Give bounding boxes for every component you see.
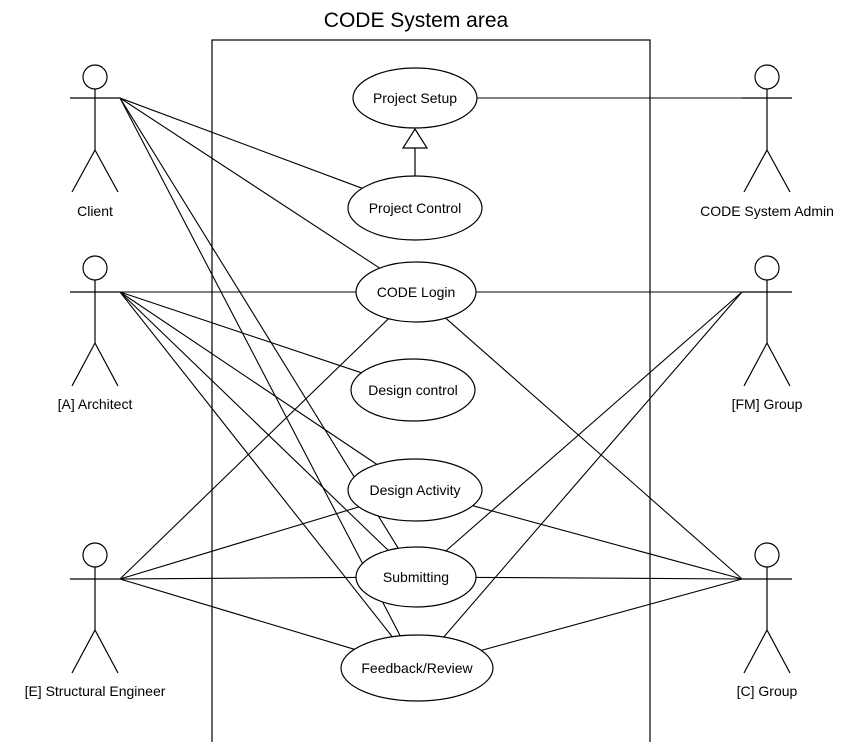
association-client-project_control: [119, 97, 363, 189]
actor-label: [C] Group: [737, 683, 798, 699]
use-case-submitting[interactable]: Submitting: [355, 546, 477, 608]
generalization-project-control-to-setup: [401, 127, 429, 176]
stick-figure-icon: [70, 542, 120, 674]
actor-code-system-admin[interactable]: CODE System Admin: [700, 64, 834, 219]
generalization-arrowhead: [401, 127, 429, 149]
stick-figure-icon: [70, 255, 120, 387]
system-boundary: [211, 39, 651, 742]
association-architect-feedback_review: [119, 291, 393, 638]
association-lines: [119, 97, 743, 651]
association-structural_engineer-design_activity: [119, 506, 360, 580]
use-case-design-control[interactable]: Design control: [350, 358, 476, 422]
association-architect-submitting: [119, 291, 389, 551]
stick-figure-icon: [742, 255, 792, 387]
use-case-code-login[interactable]: CODE Login: [355, 261, 477, 323]
use-case-project-setup[interactable]: Project Setup: [352, 67, 478, 129]
actor-label: CODE System Admin: [700, 203, 834, 219]
actor-label: [A] Architect: [58, 396, 133, 412]
association-client-feedback_review: [119, 97, 401, 637]
system-title: CODE System area: [324, 9, 509, 32]
association-architect-design_activity: [119, 291, 378, 465]
use-case-feedback-review[interactable]: Feedback/Review: [340, 634, 494, 702]
use-case-label: Design Activity: [369, 482, 460, 498]
use-case-design-activity[interactable]: Design Activity: [347, 458, 483, 522]
actor-label: [E] Structural Engineer: [25, 683, 166, 699]
association-c_group-design_activity: [472, 505, 743, 580]
association-structural_engineer-submitting: [119, 576, 357, 580]
actor-c-group[interactable]: [C] Group: [737, 542, 798, 699]
actor-fm-group[interactable]: [FM] Group: [732, 255, 803, 412]
stick-figure-icon: [742, 64, 792, 193]
stick-figure-icon: [742, 542, 792, 674]
use-case-label: Project Control: [369, 200, 462, 216]
use-case-label: Submitting: [383, 569, 449, 585]
stick-figure-icon: [70, 64, 120, 193]
association-c_group-code_login: [445, 317, 743, 580]
association-structural_engineer-code_login: [119, 318, 389, 580]
association-c_group-submitting: [475, 576, 743, 580]
use-case-label: Project Setup: [373, 90, 457, 106]
actor-client[interactable]: Client: [70, 64, 120, 219]
use-case-label: CODE Login: [377, 284, 456, 300]
use-case-label: Design control: [368, 382, 458, 398]
association-client-code_login: [119, 97, 380, 269]
association-fm_group-feedback_review: [443, 291, 743, 638]
association-architect-design_control: [119, 291, 362, 374]
use-case-label: Feedback/Review: [361, 660, 473, 676]
association-client-submitting: [119, 97, 399, 549]
actor-architect[interactable]: [A] Architect: [58, 255, 133, 412]
actor-label: [FM] Group: [732, 396, 803, 412]
association-c_group-feedback_review: [481, 578, 743, 651]
use-case-project-control[interactable]: Project Control: [347, 175, 483, 241]
actor-structural-engineer[interactable]: [E] Structural Engineer: [25, 542, 166, 699]
actor-label: Client: [77, 203, 113, 219]
association-fm_group-submitting: [445, 291, 743, 552]
association-structural_engineer-feedback_review: [119, 578, 355, 650]
